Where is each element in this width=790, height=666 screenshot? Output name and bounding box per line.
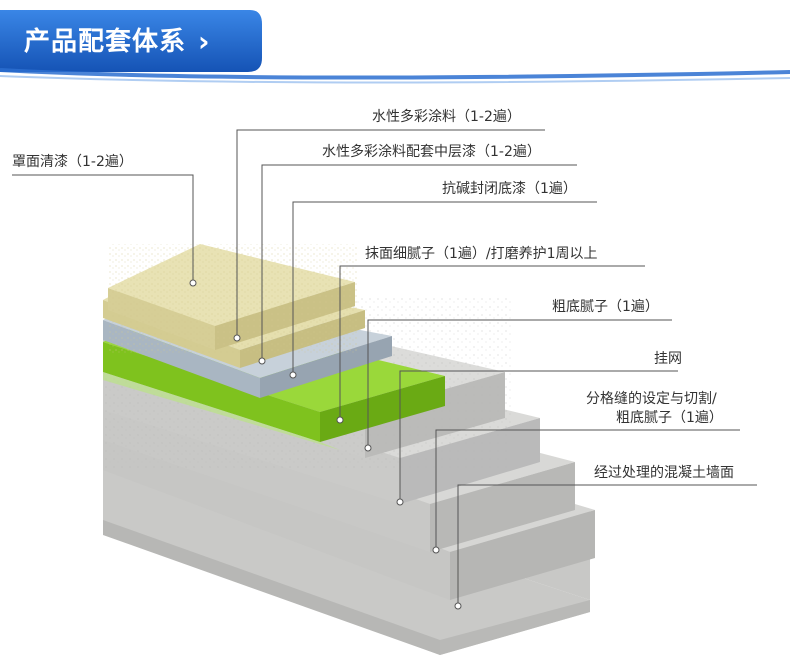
layer-diagram: [12, 129, 757, 655]
page-title: 产品配套体系 ›: [24, 22, 211, 62]
label-fine-putty: 抹面细腻子（1遍）/打磨养护1周以上: [365, 246, 598, 262]
label-coarse-putty: 粗底腻子（1遍）: [552, 299, 659, 315]
label-topcoat: 罩面清漆（1-2遍）: [12, 154, 133, 170]
header-banner: [0, 10, 790, 84]
label-joints-line2: 粗底腻子（1遍）: [616, 410, 723, 426]
page-title-text: 产品配套体系: [24, 27, 187, 57]
label-sealer: 抗碱封闭底漆（1遍）: [442, 181, 577, 197]
label-midcoat: 水性多彩涂料配套中层漆（1-2遍）: [322, 144, 541, 160]
leader-dots: [189, 279, 462, 610]
chevron-right-icon: ›: [198, 25, 211, 58]
leader-lines: [12, 129, 757, 606]
label-joints-line1: 分格缝的设定与切割/: [586, 391, 717, 407]
topcoat-layer: [108, 244, 358, 354]
label-substrate: 经过处理的混凝土墙面: [594, 465, 734, 481]
label-mesh: 挂网: [654, 351, 682, 367]
label-multicolor: 水性多彩涂料（1-2遍）: [372, 109, 521, 125]
section-header: 产品配套体系 ›: [0, 0, 790, 92]
